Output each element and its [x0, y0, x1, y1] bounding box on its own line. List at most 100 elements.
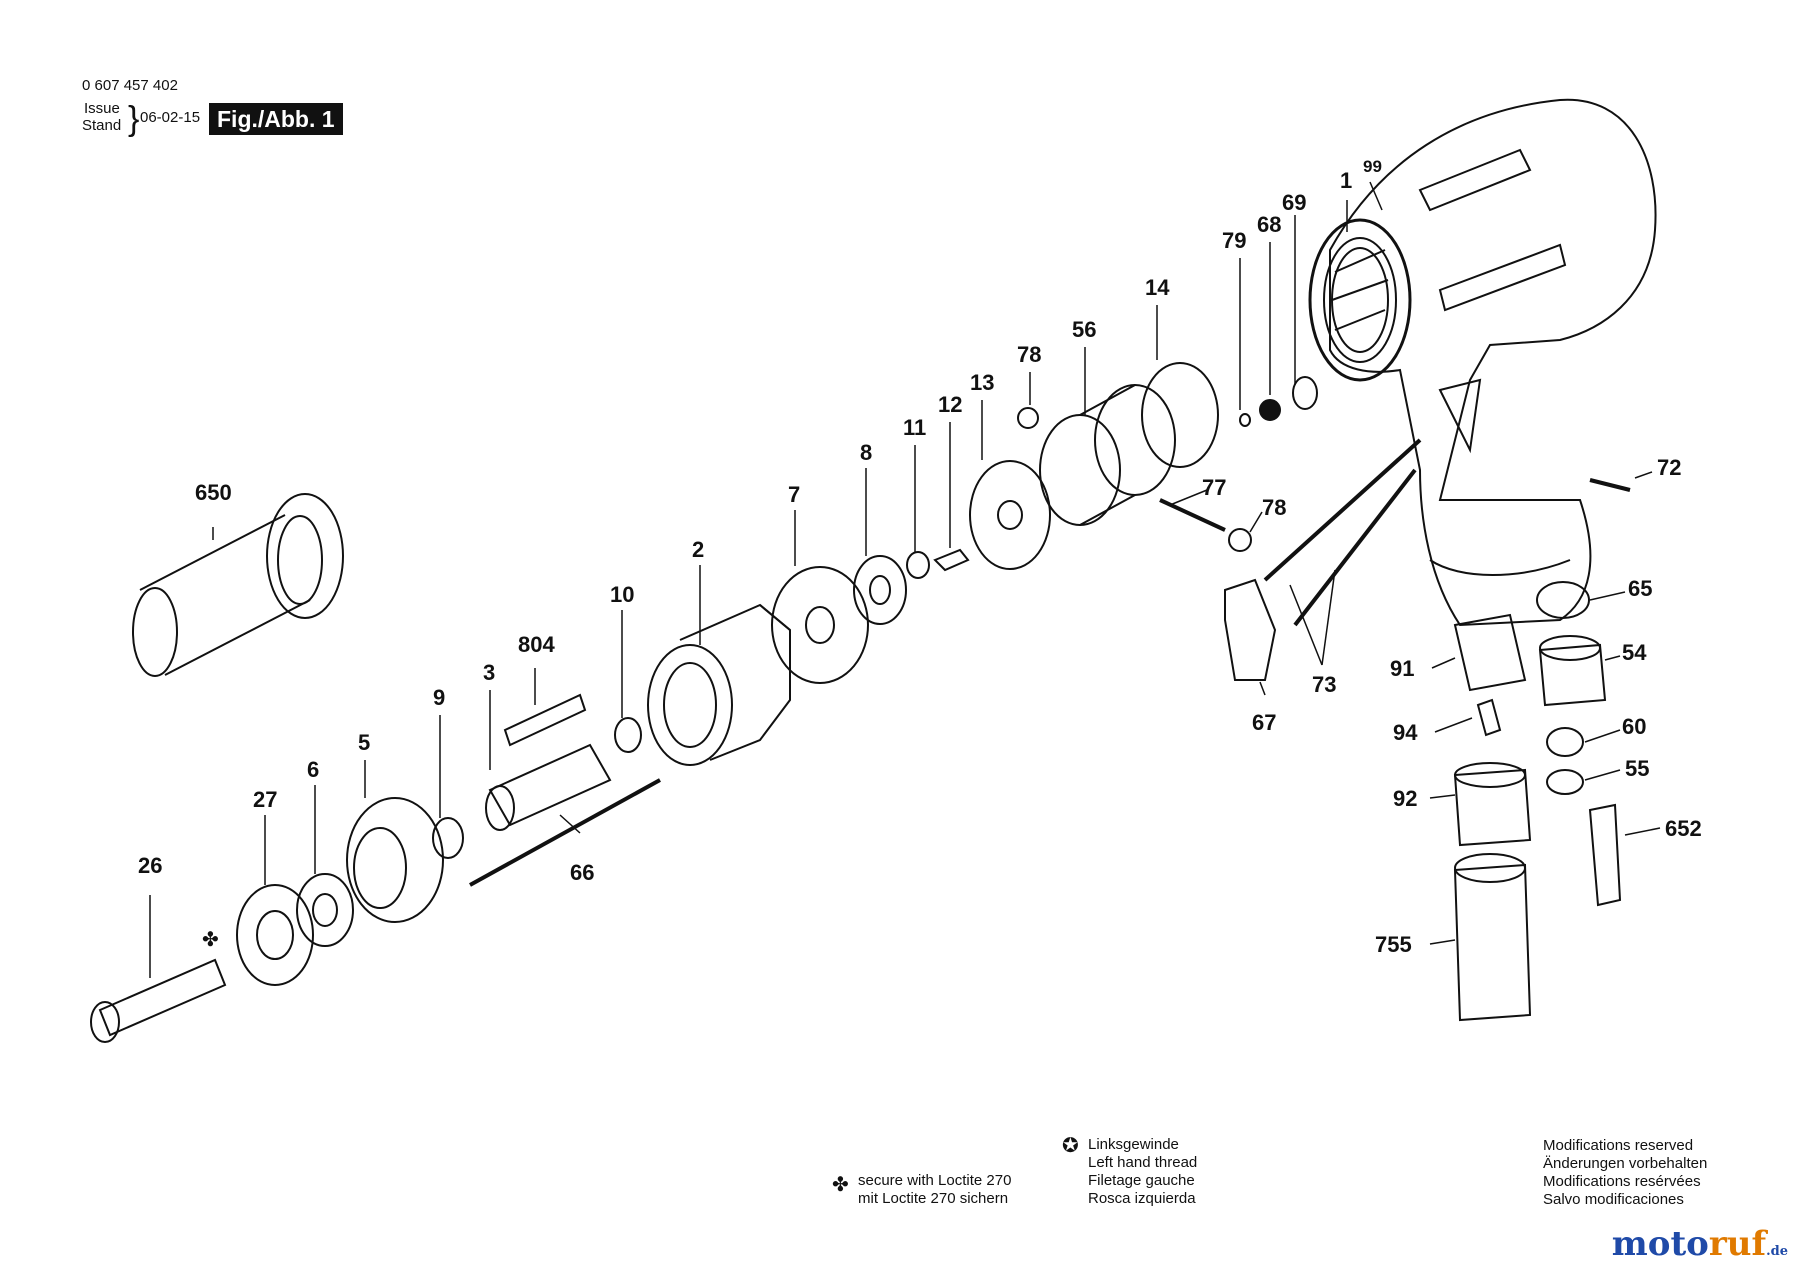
vane-part-804: [503, 693, 587, 747]
callout-8: 8: [860, 440, 872, 465]
callout-650: 650: [195, 480, 232, 505]
callout-652: 652: [1665, 816, 1702, 841]
modifications-de: Änderungen vorbehalten: [1543, 1155, 1708, 1172]
callout-26: 26: [138, 853, 162, 878]
bearing-part-8: [853, 555, 907, 625]
callout-67: 67: [1252, 710, 1276, 735]
gasket-part-14: [1141, 362, 1219, 468]
silencer-part-755: [1453, 863, 1532, 1022]
spindle-part-26: [98, 958, 227, 1037]
callout-5: 5: [358, 730, 370, 755]
callout-79: 79: [1222, 228, 1246, 253]
callout-7: 7: [788, 482, 800, 507]
housing-part-1: [1308, 98, 1657, 627]
callout-755: 755: [1375, 932, 1412, 957]
brand-tld: .de: [1766, 1244, 1788, 1259]
fitting-part-92: [1453, 768, 1532, 847]
callout-77: 77: [1202, 475, 1226, 500]
stand-label: Stand: [82, 117, 122, 134]
bearing-part-6: [296, 873, 354, 947]
part-number: 0 607 457 402: [82, 77, 178, 94]
callout-2: 2: [692, 537, 704, 562]
pin-part-72: [1589, 478, 1631, 492]
loctite-note-symbol: ✤: [832, 1174, 849, 1196]
issue-label: Issue: [84, 100, 120, 117]
callout-9: 9: [433, 685, 445, 710]
callout-68: 68: [1257, 212, 1281, 237]
loctite-note-de: mit Loctite 270 sichern: [858, 1190, 1009, 1207]
issue-date: 06-02-15: [140, 109, 201, 126]
left-thread-fr: Filetage gauche: [1088, 1172, 1195, 1189]
callout-55: 55: [1625, 756, 1649, 781]
cover-part-5: [346, 797, 444, 923]
callout-13: 13: [970, 370, 994, 395]
left-thread-en: Left hand thread: [1088, 1154, 1198, 1171]
callout-60: 60: [1622, 714, 1646, 739]
brand-watermark: motoruf.de: [1612, 1224, 1788, 1264]
callout-78-upper: 78: [1017, 342, 1041, 367]
callout-11: 11: [903, 415, 926, 440]
left-thread-es: Rosca izquierda: [1088, 1190, 1196, 1207]
callout-1: 1: [1340, 168, 1352, 193]
modifications-note: Modifications reserved Änderungen vorbeh…: [1543, 1137, 1707, 1209]
plug-part-78-upper: [1017, 407, 1039, 429]
loctite-note: secure with Loctite 270 mit Loctite 270 …: [858, 1172, 1011, 1208]
trigger-part-67: [1224, 578, 1277, 681]
left-thread-note: Linksgewinde Left hand thread Filetage g…: [1088, 1136, 1197, 1208]
plug-part-78-lower: [1228, 528, 1252, 552]
callout-78-lower: 78: [1262, 495, 1286, 520]
end-plate-part-7: [771, 566, 869, 684]
screw-part-12: [933, 548, 970, 572]
callout-6: 6: [307, 757, 319, 782]
valve-rod-part-77: [1159, 498, 1226, 532]
left-thread-de: Linksgewinde: [1088, 1136, 1179, 1153]
loctite-note-en: secure with Loctite 270: [858, 1172, 1012, 1189]
callout-10: 10: [610, 582, 634, 607]
callout-27: 27: [253, 787, 277, 812]
callout-54: 54: [1622, 640, 1647, 665]
washer-part-10: [614, 717, 642, 753]
leader-lines: [149, 181, 1661, 978]
screen-part-60: [1546, 727, 1584, 757]
callout-56: 56: [1072, 317, 1096, 342]
callout-91: 91: [1390, 656, 1414, 681]
rotor-part-3: [485, 743, 612, 831]
pin-part-79: [1239, 413, 1251, 427]
plate-part-13: [969, 460, 1051, 570]
rod-part-73-a: [1263, 438, 1422, 582]
filter-part-91: [1453, 613, 1527, 692]
brand-name-a: moto: [1611, 1224, 1709, 1264]
left-thread-symbol: ✪: [1062, 1135, 1079, 1157]
spring-part-69: [1292, 376, 1318, 410]
o-ring-part-65: [1536, 581, 1590, 619]
figure-badge: Fig./Abb. 1: [209, 103, 343, 135]
modifications-en: Modifications reserved: [1543, 1137, 1694, 1154]
callout-66: 66: [570, 860, 594, 885]
valve-body-part-56: [1039, 384, 1176, 526]
sleeve-part-650: [132, 493, 344, 677]
issue-brace: }: [128, 100, 140, 138]
modifications-fr: Modifications resérvées: [1543, 1173, 1701, 1190]
callout-12: 12: [938, 392, 962, 417]
o-ring-part-55: [1546, 769, 1584, 795]
disc-part-27: [236, 884, 314, 986]
adapter-part-54: [1538, 643, 1607, 707]
callout-92: 92: [1393, 786, 1417, 811]
callout-99: 99: [1363, 157, 1382, 176]
washer-part-11: [906, 551, 930, 579]
brand-name-b: ruf: [1708, 1224, 1767, 1264]
callout-65: 65: [1628, 576, 1652, 601]
callout-14: 14: [1145, 275, 1170, 300]
modifications-es: Salvo modificaciones: [1543, 1191, 1684, 1208]
callout-3: 3: [483, 660, 495, 685]
nipple-part-652: [1588, 803, 1622, 907]
rod-part-66: [469, 778, 661, 887]
cylinder-part-2: [647, 603, 791, 766]
callout-73: 73: [1312, 672, 1336, 697]
callout-804: 804: [518, 632, 555, 657]
ball-part-68: [1259, 399, 1281, 421]
washer-part-9: [432, 817, 464, 859]
callout-94: 94: [1393, 720, 1418, 745]
callout-labels: 1 99 6 9 68 79 14 56 78 13 12 11 8 7 2 10…: [138, 157, 1702, 957]
